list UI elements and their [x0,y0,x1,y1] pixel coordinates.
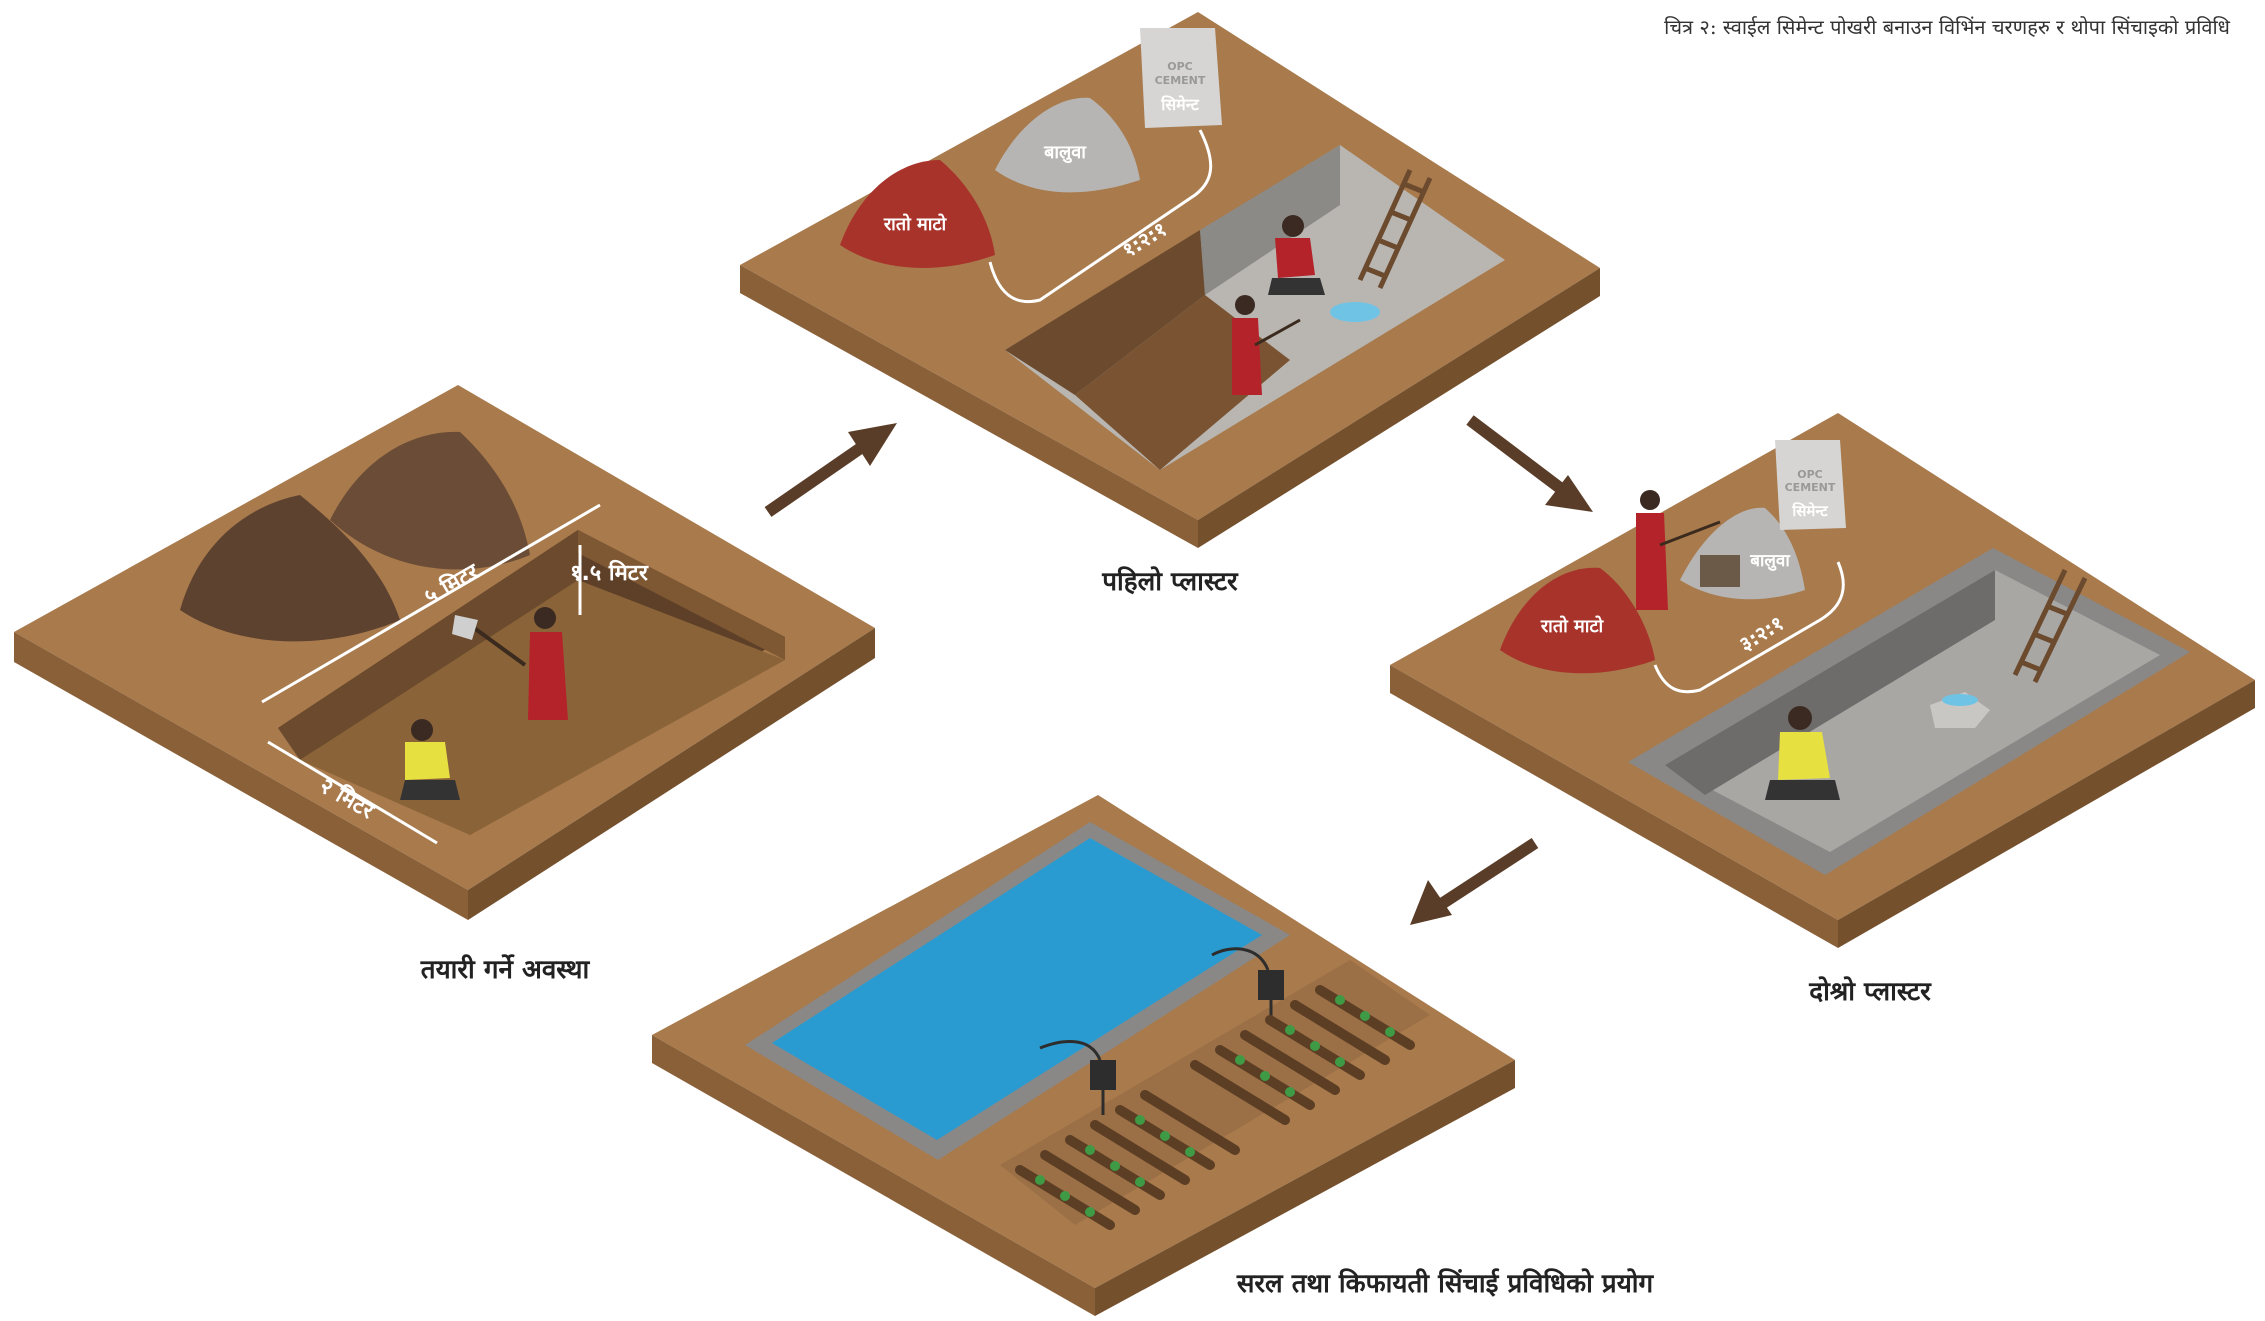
stage-caption: पहिलो प्लास्टर [1101,566,1239,597]
red-soil-label: रातो माटो [883,213,948,235]
stage-second-plaster: रातो माटो बालुवा OPC CEMENT सिमेन्ट ३:२:… [1390,413,2255,1007]
stage-irrigation: सरल तथा किफायती सिंचाई प्रविधिको प्रयोग [652,795,1655,1316]
stage-preparation: ५ मिटर २ मिटर १.५ मिटर तयारी गर्ने अवस्थ… [14,385,875,985]
figure-caption: चित्र २: स्वाईल सिमेन्ट पोखरी बनाउन विभि… [1664,15,2231,39]
cement-label: सिमेन्ट [1791,502,1829,520]
cement-label: सिमेन्ट [1160,95,1200,114]
cement-bag: OPC CEMENT सिमेन्ट [1775,440,1846,530]
water-bowl [1942,694,1978,706]
svg-text:OPC: OPC [1797,468,1823,481]
cement-bag: OPC CEMENT सिमेन्ट [1140,28,1222,128]
stage-caption: तयारी गर्ने अवस्था [420,954,591,985]
water-bowl [1330,302,1380,322]
depth-label: १.५ मिटर [570,559,649,586]
sand-label: बालुवा [1749,551,1790,571]
red-soil-label: रातो माटो [1540,615,1605,637]
stage-caption: दोश्रो प्लास्टर [1808,976,1932,1007]
svg-text:OPC: OPC [1167,60,1193,73]
arrow-to-irrigation [1410,843,1535,925]
svg-text:CEMENT: CEMENT [1785,481,1836,494]
mixing-tub [1700,555,1740,587]
arrow-to-second-plaster [1470,420,1593,512]
svg-text:CEMENT: CEMENT [1155,74,1206,87]
stage-first-plaster: रातो माटो बालुवा OPC CEMENT सिमेन्ट १:२:… [740,12,1600,597]
arrow-to-first-plaster [768,423,897,512]
sand-label: बालुवा [1043,142,1087,164]
stage-caption: सरल तथा किफायती सिंचाई प्रविधिको प्रयोग [1236,1268,1655,1299]
